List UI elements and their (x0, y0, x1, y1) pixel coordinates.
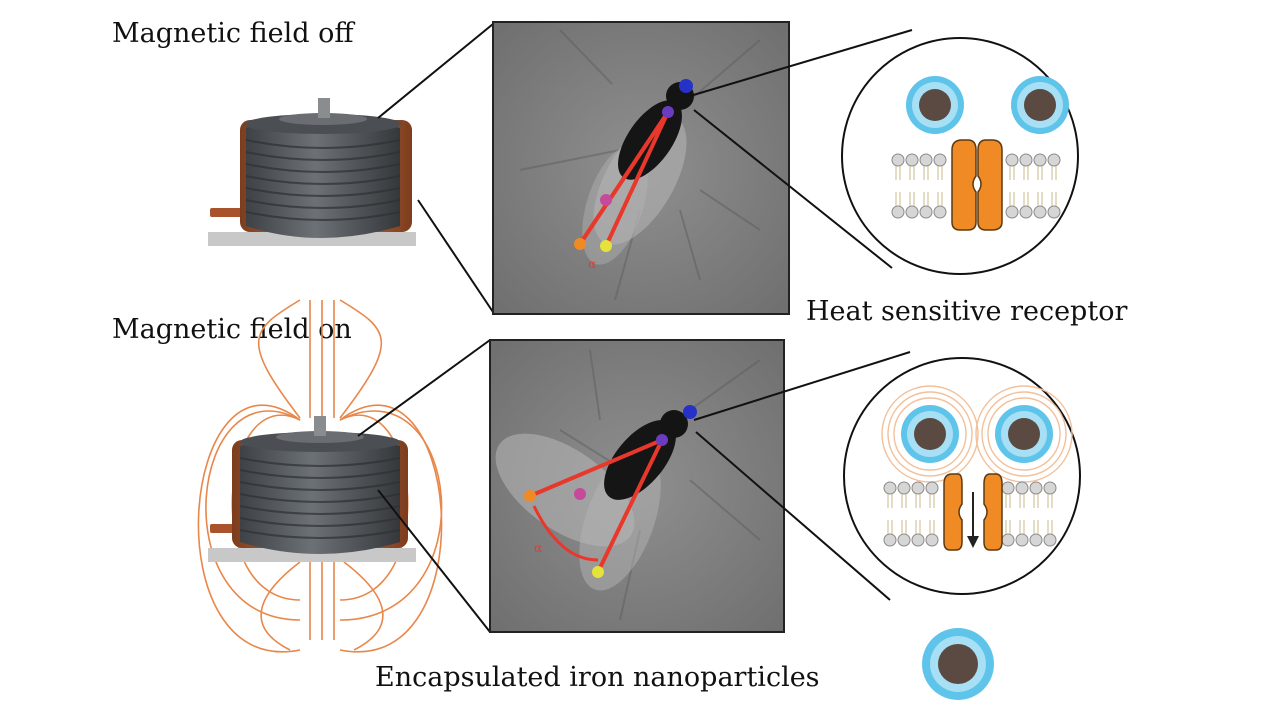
coil-body (240, 437, 400, 554)
coil-body (246, 119, 400, 238)
coil-base (208, 548, 416, 562)
coil-base (208, 232, 416, 246)
receptor-inset-open (843, 357, 1081, 595)
membrane-receptor-icon (883, 473, 1057, 551)
electromagnet-off (208, 98, 416, 246)
membrane-receptor-icon (891, 139, 1061, 231)
fly-photo-field-off: α (492, 21, 790, 315)
angle-label-bottom: α (534, 541, 542, 555)
electromagnet-on (208, 416, 416, 562)
nanoparticle-icon (995, 405, 1053, 463)
nanoparticle-icon (1011, 76, 1069, 134)
nanoparticle-icon (906, 76, 964, 134)
nanoparticle-icon (901, 405, 959, 463)
magnetic-field-lines (197, 299, 443, 653)
receptor-inset-closed (841, 37, 1079, 275)
label-encapsulated-iron-nanoparticles: Encapsulated iron nanoparticles (375, 662, 820, 693)
label-heat-sensitive-receptor: Heat sensitive receptor (806, 296, 1128, 327)
label-magnetic-field-on: Magnetic field on (112, 314, 352, 345)
label-magnetic-field-off: Magnetic field off (112, 18, 354, 49)
fly-photo-field-on: α (489, 339, 785, 633)
angle-label-top: α (588, 257, 596, 271)
nanoparticle-legend-icon (922, 628, 994, 700)
